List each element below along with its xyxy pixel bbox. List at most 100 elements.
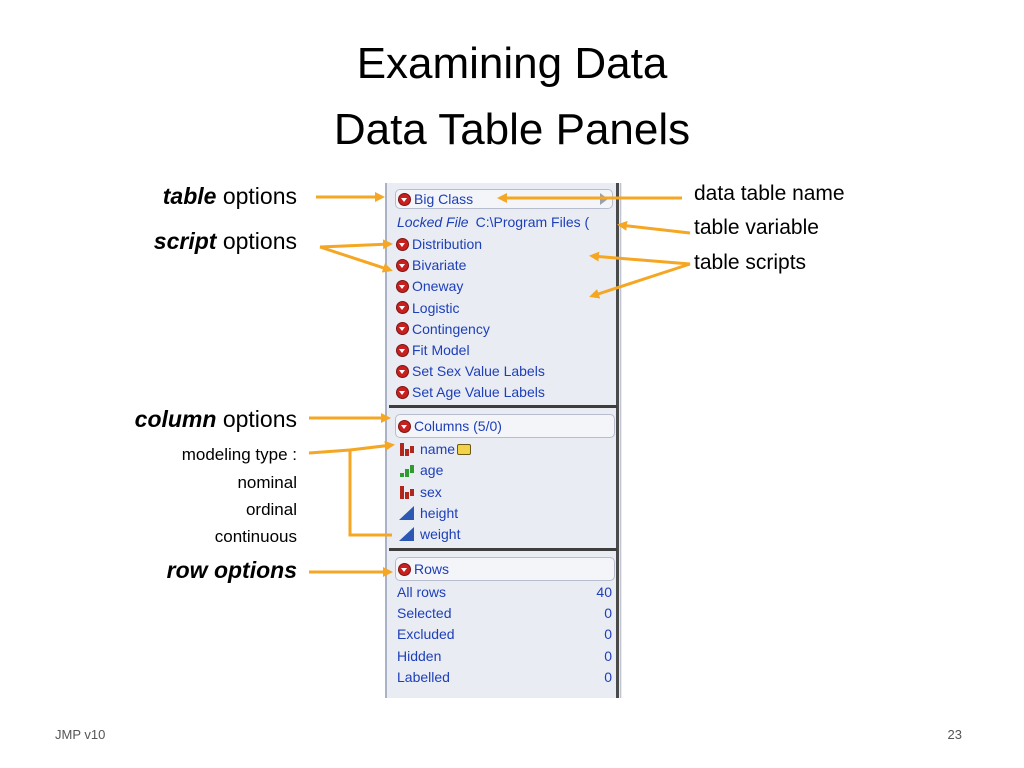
table-script-item[interactable]: Bivariate bbox=[397, 255, 466, 275]
rows-summary-item[interactable]: Excluded 0 bbox=[397, 624, 615, 644]
rows-summary-item[interactable]: Selected 0 bbox=[397, 603, 615, 623]
script-options-label: script options bbox=[154, 228, 297, 254]
rows-summary-label: All rows bbox=[397, 584, 447, 600]
continuous-icon[interactable] bbox=[399, 527, 415, 542]
red-triangle-icon[interactable] bbox=[399, 420, 410, 432]
locked-file-path: C:\Program Files ( bbox=[475, 214, 590, 230]
column-item[interactable]: name bbox=[399, 439, 472, 459]
column-item[interactable]: height bbox=[399, 503, 458, 523]
rows-summary-label: Excluded bbox=[397, 626, 455, 643]
rows-summary-item[interactable]: Labelled 0 bbox=[397, 667, 615, 687]
rows-summary-label: Labelled bbox=[397, 668, 450, 685]
column-name: sex bbox=[420, 483, 442, 500]
red-triangle-icon[interactable] bbox=[397, 280, 408, 292]
column-name: age bbox=[420, 462, 444, 479]
columns-header-label: Columns (5/0) bbox=[414, 418, 502, 434]
panel-separator bbox=[389, 405, 617, 408]
arrow-table-scripts-2 bbox=[589, 262, 691, 299]
rows-header-label: Rows bbox=[414, 561, 450, 577]
red-triangle-icon[interactable] bbox=[397, 344, 408, 356]
nominal-icon[interactable] bbox=[399, 485, 415, 499]
table-options-rest: options bbox=[216, 183, 297, 209]
arrow-modeling-type bbox=[349, 440, 395, 452]
red-triangle-icon[interactable] bbox=[397, 386, 408, 398]
table-variable-row[interactable]: Locked File C:\Program Files ( bbox=[397, 212, 589, 232]
red-triangle-icon[interactable] bbox=[397, 365, 408, 377]
nominal-icon[interactable] bbox=[399, 442, 415, 456]
red-triangle-icon[interactable] bbox=[399, 563, 410, 575]
rows-summary-count: 0 bbox=[604, 626, 612, 643]
column-name: name bbox=[420, 441, 456, 457]
panel-divider-edge bbox=[620, 183, 621, 698]
continuous-label: continuous bbox=[214, 527, 297, 546]
panel-separator bbox=[389, 548, 617, 551]
table-scripts-label: table scripts bbox=[694, 251, 807, 274]
column-options-rest: options bbox=[216, 406, 297, 432]
table-script-label: Fit Model bbox=[412, 342, 470, 358]
table-script-item[interactable]: Logistic bbox=[397, 298, 459, 318]
row-options-emphasis: row options bbox=[166, 557, 297, 583]
rows-summary-item[interactable]: Hidden 0 bbox=[397, 646, 615, 666]
arrow-table-variable bbox=[617, 220, 691, 235]
column-item[interactable]: sex bbox=[399, 482, 442, 502]
red-triangle-icon[interactable] bbox=[397, 302, 408, 314]
arrow-script-options-1 bbox=[319, 239, 393, 250]
columns-header[interactable]: Columns (5/0) bbox=[395, 414, 615, 438]
rows-summary-label: Selected bbox=[397, 605, 452, 622]
table-script-label: Bivariate bbox=[412, 257, 467, 274]
table-script-label: Set Sex Value Labels bbox=[412, 363, 545, 380]
arrow-script-options-2 bbox=[319, 245, 393, 273]
rows-summary-count: 0 bbox=[604, 605, 612, 622]
rows-summary-count: 0 bbox=[604, 647, 612, 664]
column-options-emphasis: column bbox=[134, 406, 217, 432]
table-script-label: Logistic bbox=[412, 299, 460, 316]
locked-file-label: Locked File bbox=[397, 214, 469, 230]
rows-summary-count: 40 bbox=[596, 584, 612, 600]
rows-summary-label: Hidden bbox=[397, 647, 442, 664]
table-script-item[interactable]: Distribution bbox=[397, 234, 482, 254]
table-name: Big Class bbox=[414, 191, 474, 207]
modeling-type-label: modeling type : bbox=[181, 445, 297, 464]
script-options-rest: options bbox=[216, 228, 297, 254]
footer-left: JMP v10 bbox=[55, 727, 106, 742]
column-name: height bbox=[420, 504, 459, 521]
table-script-label: Distribution bbox=[412, 236, 483, 252]
table-script-item[interactable]: Set Age Value Labels bbox=[397, 382, 545, 402]
table-options-emphasis: table bbox=[162, 183, 217, 209]
red-triangle-icon[interactable] bbox=[397, 259, 408, 271]
table-variable-label: table variable bbox=[694, 216, 819, 239]
slide-title-line1: Examining Data bbox=[356, 39, 668, 88]
nominal-label: nominal bbox=[237, 473, 297, 492]
jmp-data-table-panel: Big Class Locked File C:\Program Files (… bbox=[385, 183, 622, 698]
table-script-label: Contingency bbox=[412, 320, 490, 337]
continuous-icon[interactable] bbox=[399, 505, 415, 520]
column-item[interactable]: weight bbox=[399, 524, 460, 544]
slide-number: 23 bbox=[947, 727, 962, 742]
bracket-modeling-type bbox=[308, 448, 392, 537]
table-options-label: table options bbox=[163, 183, 297, 209]
column-options-label: column options bbox=[135, 406, 297, 432]
script-options-emphasis: script bbox=[153, 228, 217, 254]
table-script-item[interactable]: Fit Model bbox=[397, 340, 470, 360]
rows-summary-count: 0 bbox=[604, 668, 612, 685]
ordinal-icon[interactable] bbox=[399, 463, 415, 478]
data-table-name-label: data table name bbox=[694, 182, 845, 205]
table-script-item[interactable]: Contingency bbox=[397, 319, 490, 339]
table-script-label: Oneway bbox=[412, 278, 464, 295]
table-script-item[interactable]: Oneway bbox=[397, 276, 463, 296]
row-options-label: row options bbox=[167, 557, 297, 583]
red-triangle-icon[interactable] bbox=[399, 193, 410, 205]
label-tag-icon bbox=[457, 443, 472, 455]
red-triangle-icon[interactable] bbox=[397, 323, 408, 335]
table-script-item[interactable]: Set Sex Value Labels bbox=[397, 361, 545, 381]
arrow-table-scripts-1 bbox=[589, 251, 691, 266]
table-script-label: Set Age Value Labels bbox=[412, 384, 545, 401]
panel-divider[interactable] bbox=[616, 183, 619, 698]
rows-header[interactable]: Rows bbox=[395, 557, 615, 581]
column-name: weight bbox=[420, 526, 461, 543]
ordinal-label: ordinal bbox=[245, 500, 297, 519]
column-item[interactable]: age bbox=[399, 460, 443, 480]
red-triangle-icon[interactable] bbox=[397, 238, 408, 250]
rows-summary-item[interactable]: All rows 40 bbox=[397, 582, 615, 602]
